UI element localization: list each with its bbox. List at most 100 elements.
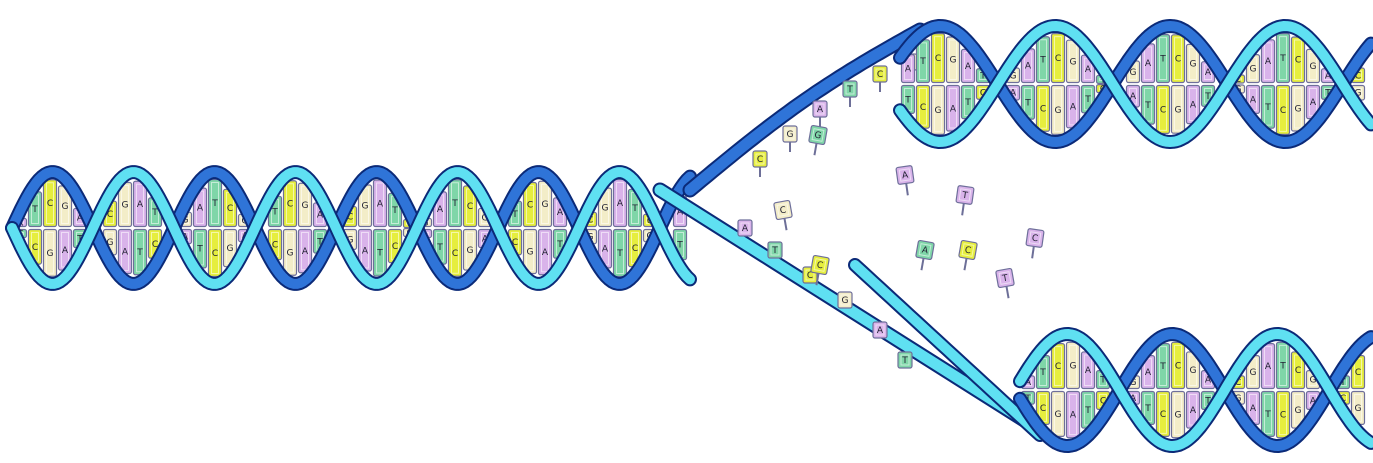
svg-text:T: T (771, 246, 778, 256)
svg-text:T: T (846, 85, 853, 95)
svg-text:C: C (1055, 362, 1061, 372)
svg-text:T: T (964, 98, 971, 108)
svg-text:G: G (1055, 410, 1062, 420)
svg-text:C: C (467, 202, 473, 212)
svg-text:C: C (347, 213, 353, 223)
nucleotide-icon: A (872, 321, 888, 339)
nucleotide-icon: C (752, 150, 768, 177)
svg-text:C: C (920, 103, 926, 113)
svg-text:C: C (1031, 234, 1039, 245)
svg-text:A: A (362, 246, 369, 256)
svg-text:C: C (816, 261, 824, 272)
svg-text:C: C (1040, 104, 1046, 114)
nucleotide-icon: C (1290, 36, 1306, 84)
svg-text:A: A (1310, 396, 1317, 406)
svg-text:G: G (47, 249, 54, 259)
svg-text:G: G (1250, 368, 1257, 378)
svg-text:C: C (1175, 55, 1181, 65)
svg-text:T: T (919, 57, 926, 67)
nucleotide-icon: T (612, 228, 628, 278)
nucleotide-icon: T (897, 351, 913, 369)
nucleotide-icon: C (1155, 84, 1171, 134)
svg-text:T: T (1204, 396, 1211, 406)
svg-text:T: T (1339, 378, 1346, 388)
lower-template-strand-fill (654, 184, 1046, 436)
svg-text:A: A (317, 211, 324, 221)
nucleotide-icon: T (1155, 343, 1171, 390)
nucleotide-icon: G (1170, 390, 1186, 439)
svg-text:T: T (556, 240, 563, 250)
nucleotide-icon: C (1275, 84, 1291, 135)
nucleotide-icon: C (930, 33, 946, 84)
parent-double-helix: ATTCCGGAATCGGAATTCGAATTCCGGATCCGGAATCGGA… (5, 165, 697, 291)
nucleotide-icon: T (1020, 84, 1036, 120)
nucleotide-icon: G (808, 124, 828, 156)
svg-text:T: T (1204, 92, 1211, 102)
svg-text:T: T (1099, 376, 1106, 386)
svg-text:G: G (1130, 68, 1137, 78)
svg-text:C: C (32, 243, 38, 253)
svg-text:T: T (151, 208, 158, 218)
svg-text:T: T (136, 248, 143, 258)
upper-daughter-helix: ATTCCGGAATTCGAATTCCGGAATTCGAATTCCGGAATCG… (893, 19, 1373, 149)
nucleotide-icon: C (207, 228, 223, 278)
svg-text:C: C (1100, 396, 1106, 406)
nucleotide-icon: C (810, 254, 830, 286)
svg-text:C: C (227, 204, 233, 214)
nucleotide-icon: A (1260, 343, 1276, 390)
strand-dark-fill (1015, 329, 1373, 451)
svg-text:G: G (1070, 361, 1077, 371)
svg-text:T: T (376, 249, 383, 259)
nucleotide-icon: T (372, 228, 388, 277)
svg-text:A: A (1070, 103, 1077, 113)
svg-text:A: A (1250, 95, 1257, 105)
svg-text:C: C (1280, 106, 1286, 116)
nucleotide-icon: T (1275, 33, 1291, 84)
svg-text:T: T (979, 72, 986, 82)
nucleotide-icon: T (915, 39, 931, 84)
svg-text:A: A (602, 245, 609, 255)
base-pairs: ATTCCGGAATCGGAATTCGAATTCCGGATCCGGAATCGGA… (12, 178, 688, 278)
svg-text:T: T (1039, 56, 1046, 66)
svg-text:G: G (347, 235, 354, 245)
svg-text:A: A (921, 246, 930, 257)
nucleotide-icon: T (1035, 36, 1051, 84)
svg-text:T: T (676, 241, 683, 251)
svg-text:T: T (316, 237, 323, 247)
svg-text:A: A (877, 326, 884, 336)
nucleotide-icon: C (1275, 390, 1291, 439)
svg-text:G: G (302, 201, 309, 211)
svg-text:C: C (152, 240, 158, 250)
svg-text:T: T (1039, 368, 1046, 378)
svg-text:G: G (842, 296, 849, 306)
nucleotide-icon: A (1140, 43, 1156, 84)
svg-text:A: A (1145, 368, 1152, 378)
svg-text:G: G (1175, 411, 1182, 421)
svg-text:A: A (1145, 59, 1152, 69)
nucleotide-icon: G (837, 291, 853, 309)
svg-text:G: G (122, 201, 129, 211)
svg-text:T: T (1024, 98, 1031, 108)
svg-text:T: T (31, 205, 38, 215)
nucleotide-icon: C (1035, 84, 1051, 132)
nucleotide-icon: T (1035, 355, 1051, 390)
nucleotide-icon: A (372, 179, 388, 228)
svg-text:T: T (391, 206, 398, 216)
nucleotide-icon: G (42, 228, 58, 277)
svg-text:C: C (287, 200, 293, 210)
svg-text:A: A (1130, 92, 1137, 102)
svg-text:C: C (877, 70, 883, 80)
svg-text:G: G (1355, 404, 1362, 414)
nucleotide-icon: T (132, 228, 148, 276)
nucleotide-icon: G (282, 228, 298, 276)
svg-text:A: A (817, 105, 824, 115)
svg-text:A: A (197, 203, 204, 213)
svg-text:C: C (757, 155, 763, 165)
svg-text:C: C (1355, 368, 1361, 378)
nucleotide-icon: C (447, 228, 463, 277)
svg-text:C: C (1295, 56, 1301, 66)
nucleotide-icon: A (612, 178, 628, 228)
svg-text:C: C (527, 201, 533, 211)
svg-text:G: G (362, 202, 369, 212)
